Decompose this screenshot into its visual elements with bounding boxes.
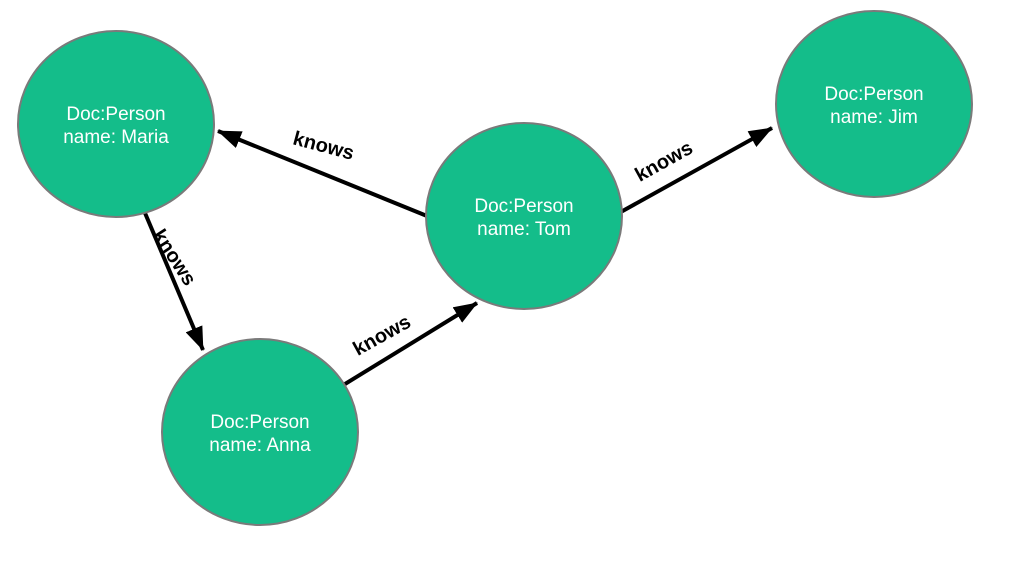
node-label-line: Doc:Person <box>66 104 165 125</box>
node-label-line: Doc:Person <box>210 412 309 433</box>
node-ellipse <box>775 10 973 198</box>
edge-label: knows <box>350 311 415 360</box>
edge-label: knows <box>632 137 697 186</box>
node-ellipse <box>425 122 623 310</box>
node-ellipse <box>161 338 359 526</box>
edge-line <box>343 301 479 386</box>
edge-line <box>143 212 205 351</box>
node-label-line: Doc:Person <box>474 196 573 217</box>
edge-label: knows <box>291 128 357 165</box>
edge-line <box>618 126 773 215</box>
node-ellipse <box>17 30 215 218</box>
edge-anna-tom[interactable]: knows <box>343 301 479 386</box>
node-label-line: name: Tom <box>477 219 571 240</box>
edge-tom-jim[interactable]: knows <box>618 126 773 215</box>
edge-tom-maria[interactable]: knows <box>217 128 428 218</box>
node-label-line: name: Maria <box>63 127 169 148</box>
node-label-line: name: Jim <box>830 107 918 128</box>
edge-maria-anna[interactable]: knows <box>143 212 205 351</box>
node-label-line: Doc:Person <box>824 84 923 105</box>
node-label-line: name: Anna <box>209 435 311 456</box>
edge-line <box>217 129 428 218</box>
